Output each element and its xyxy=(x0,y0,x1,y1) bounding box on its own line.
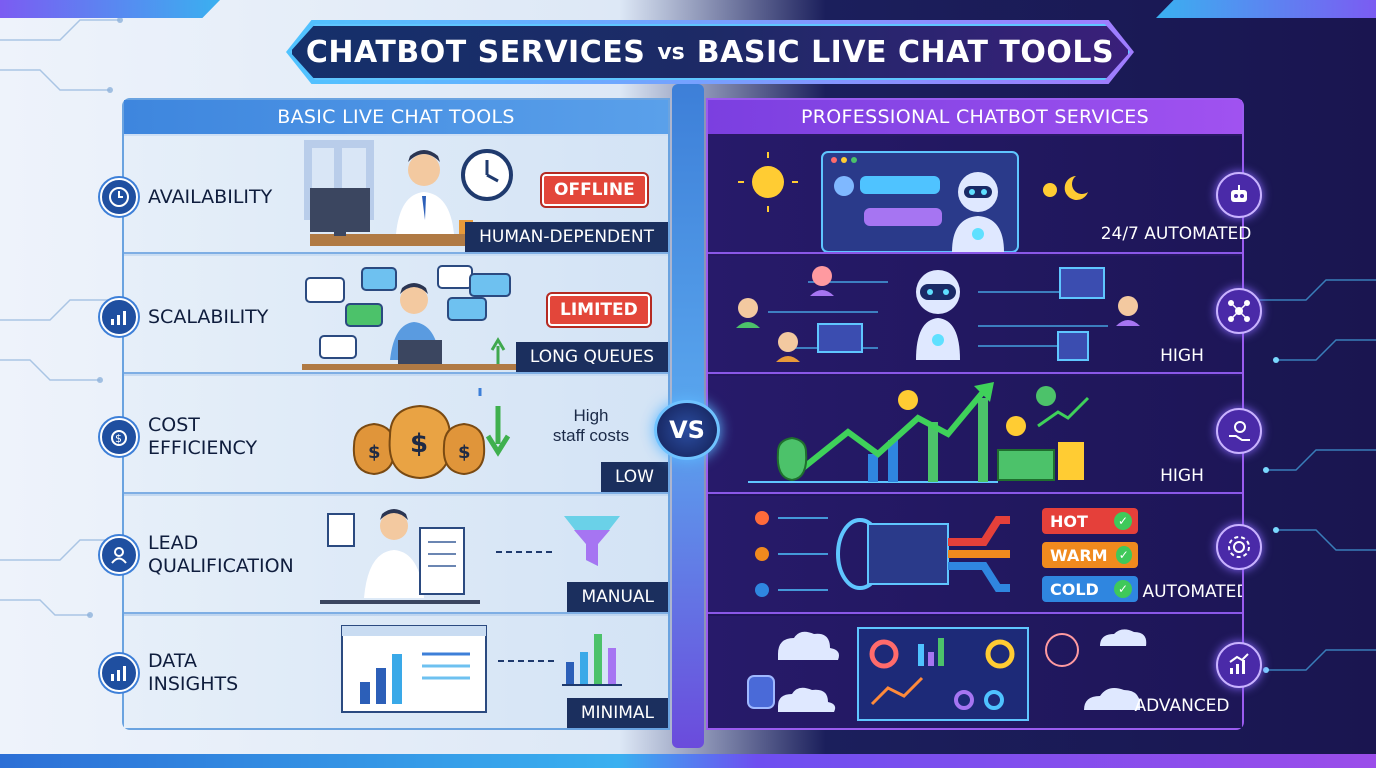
title-vs: vs xyxy=(657,39,685,65)
money-bags-icon: $ xyxy=(100,418,138,456)
left-row-availability: OFFLINE HUMAN-DEPENDENT xyxy=(124,136,668,254)
network-robot-illustration xyxy=(736,266,1140,362)
lead-funnel-illustration xyxy=(755,511,1010,597)
small-bar-chart-icon xyxy=(562,634,622,686)
right-row-lead: HOT ✓ WARM ✓ COLD ✓ AUTOMATED xyxy=(708,496,1242,614)
money-bags-illustration: $ $ $ xyxy=(352,388,511,480)
scalability-right-value: HIGH xyxy=(1160,346,1204,366)
svg-text:$: $ xyxy=(458,442,471,463)
overwhelmed-agent-illustration xyxy=(302,265,522,370)
left-row-scalability: LIMITED LONG QUEUES xyxy=(124,256,668,374)
title-left: CHATBOT SERVICES xyxy=(305,34,646,70)
lead-hot-label: HOT xyxy=(1050,511,1088,531)
left-row-data: MINIMAL xyxy=(124,616,668,728)
limited-sign: LIMITED xyxy=(548,294,650,326)
availability-right-value-label: 24/7 AUTOMATED xyxy=(1100,224,1252,244)
vs-badge: VS xyxy=(654,400,720,460)
lead-pill-cold: COLD ✓ xyxy=(1042,576,1138,602)
lead-pill-hot: HOT ✓ xyxy=(1042,508,1138,534)
network-icon xyxy=(1216,288,1262,334)
right-row-data: ADVANCED xyxy=(708,616,1242,728)
left-panel-title: BASIC LIVE CHAT TOOLS xyxy=(277,106,515,128)
analytics-dashboard-illustration xyxy=(747,627,1147,721)
check-icon: ✓ xyxy=(1114,580,1132,598)
growth-chart-illustration xyxy=(748,382,1090,483)
category-cost-efficiency-label: COST EFFICIENCY xyxy=(148,414,257,460)
category-lead-qualification: LEAD QUALIFICATION xyxy=(100,532,294,578)
bar-chart-icon xyxy=(100,654,138,692)
high-staff-costs-note: High staff costs xyxy=(536,406,646,446)
check-icon: ✓ xyxy=(1115,546,1132,564)
tired-agent-illustration xyxy=(304,140,480,246)
offline-sign-text: OFFLINE xyxy=(554,180,635,200)
right-panel-title: PROFESSIONAL CHATBOT SERVICES xyxy=(801,106,1149,128)
category-cost-efficiency: $ COST EFFICIENCY xyxy=(100,414,257,460)
vs-badge-text: VS xyxy=(669,416,705,444)
category-cost-line1: COST xyxy=(148,414,200,436)
growth-chart-icon xyxy=(1216,642,1262,688)
clock-icon xyxy=(100,178,138,216)
dashboard-illustration xyxy=(341,625,487,713)
chatbot-window-illustration xyxy=(738,151,1088,252)
category-data-insights-label: DATA INSIGHTS xyxy=(148,650,238,696)
top-accent-left xyxy=(0,0,220,18)
availability-left-tag: HUMAN-DEPENDENT xyxy=(465,222,668,252)
category-cost-line2: EFFICIENCY xyxy=(148,437,258,459)
check-icon: ✓ xyxy=(1114,512,1132,530)
category-data-line1: DATA xyxy=(148,650,197,672)
svg-text:$: $ xyxy=(115,432,122,445)
category-lead-line1: LEAD xyxy=(148,532,199,554)
cost-left-value: LOW xyxy=(614,467,654,487)
category-lead-qualification-label: LEAD QUALIFICATION xyxy=(148,532,294,578)
cost-right-value: HIGH xyxy=(1160,466,1204,486)
top-accent-right xyxy=(1156,0,1376,18)
offline-sign: OFFLINE xyxy=(542,174,647,206)
right-row-cost: HIGH xyxy=(708,376,1242,494)
scalability-left-tag: LONG QUEUES xyxy=(515,342,668,372)
dashed-connector xyxy=(498,660,558,662)
svg-text:$: $ xyxy=(368,442,381,463)
svg-text:$: $ xyxy=(410,429,428,459)
left-row-cost: $ $ $ High staff costs LOW xyxy=(124,376,668,494)
cost-left-tag: LOW xyxy=(600,462,668,492)
lead-warm-label: WARM xyxy=(1050,545,1108,565)
category-data-line2: INSIGHTS xyxy=(148,673,239,695)
data-left-tag: MINIMAL xyxy=(566,698,668,728)
category-scalability-label: SCALABILITY xyxy=(148,305,269,328)
title-right: BASIC LIVE CHAT TOOLS xyxy=(696,34,1115,70)
category-lead-line2: QUALIFICATION xyxy=(148,555,294,577)
left-panel-header: BASIC LIVE CHAT TOOLS xyxy=(124,100,668,134)
manual-lead-illustration xyxy=(320,509,556,604)
limited-sign-text: LIMITED xyxy=(560,300,638,320)
data-right-value: ADVANCED xyxy=(1134,696,1230,716)
lead-right-value: AUTOMATED xyxy=(1142,582,1242,602)
chart-icon xyxy=(100,298,138,336)
category-availability: AVAILABILITY xyxy=(100,178,272,216)
availability-left-value: HUMAN-DEPENDENT xyxy=(479,227,654,247)
robot-icon xyxy=(1216,172,1262,218)
category-scalability: SCALABILITY xyxy=(100,298,268,336)
lead-pill-warm: WARM ✓ xyxy=(1042,542,1138,568)
lead-cold-label: COLD xyxy=(1050,579,1099,599)
bottom-accent xyxy=(0,754,1376,768)
right-panel-header: PROFESSIONAL CHATBOT SERVICES xyxy=(708,100,1242,134)
title-banner: CHATBOT SERVICES vs BASIC LIVE CHAT TOOL… xyxy=(290,24,1130,80)
data-left-value: MINIMAL xyxy=(580,703,654,723)
clock-illustration xyxy=(461,149,513,201)
right-row-scalability: HIGH xyxy=(708,256,1242,374)
hand-coin-icon xyxy=(1216,408,1262,454)
right-row-availability: 24/7 AUTOMATED xyxy=(708,136,1242,254)
gear-icon xyxy=(1216,524,1262,570)
note-line-1: High xyxy=(573,406,609,425)
category-availability-label: AVAILABILITY xyxy=(148,185,273,208)
left-row-lead: MANUAL xyxy=(124,496,668,614)
lead-left-tag: MANUAL xyxy=(567,582,668,612)
lead-left-value: MANUAL xyxy=(581,587,654,607)
funnel-icon xyxy=(564,516,620,566)
note-line-2: staff costs xyxy=(552,426,630,445)
category-data-insights: DATA INSIGHTS xyxy=(100,650,238,696)
user-icon xyxy=(100,536,138,574)
scalability-left-value: LONG QUEUES xyxy=(529,347,654,367)
